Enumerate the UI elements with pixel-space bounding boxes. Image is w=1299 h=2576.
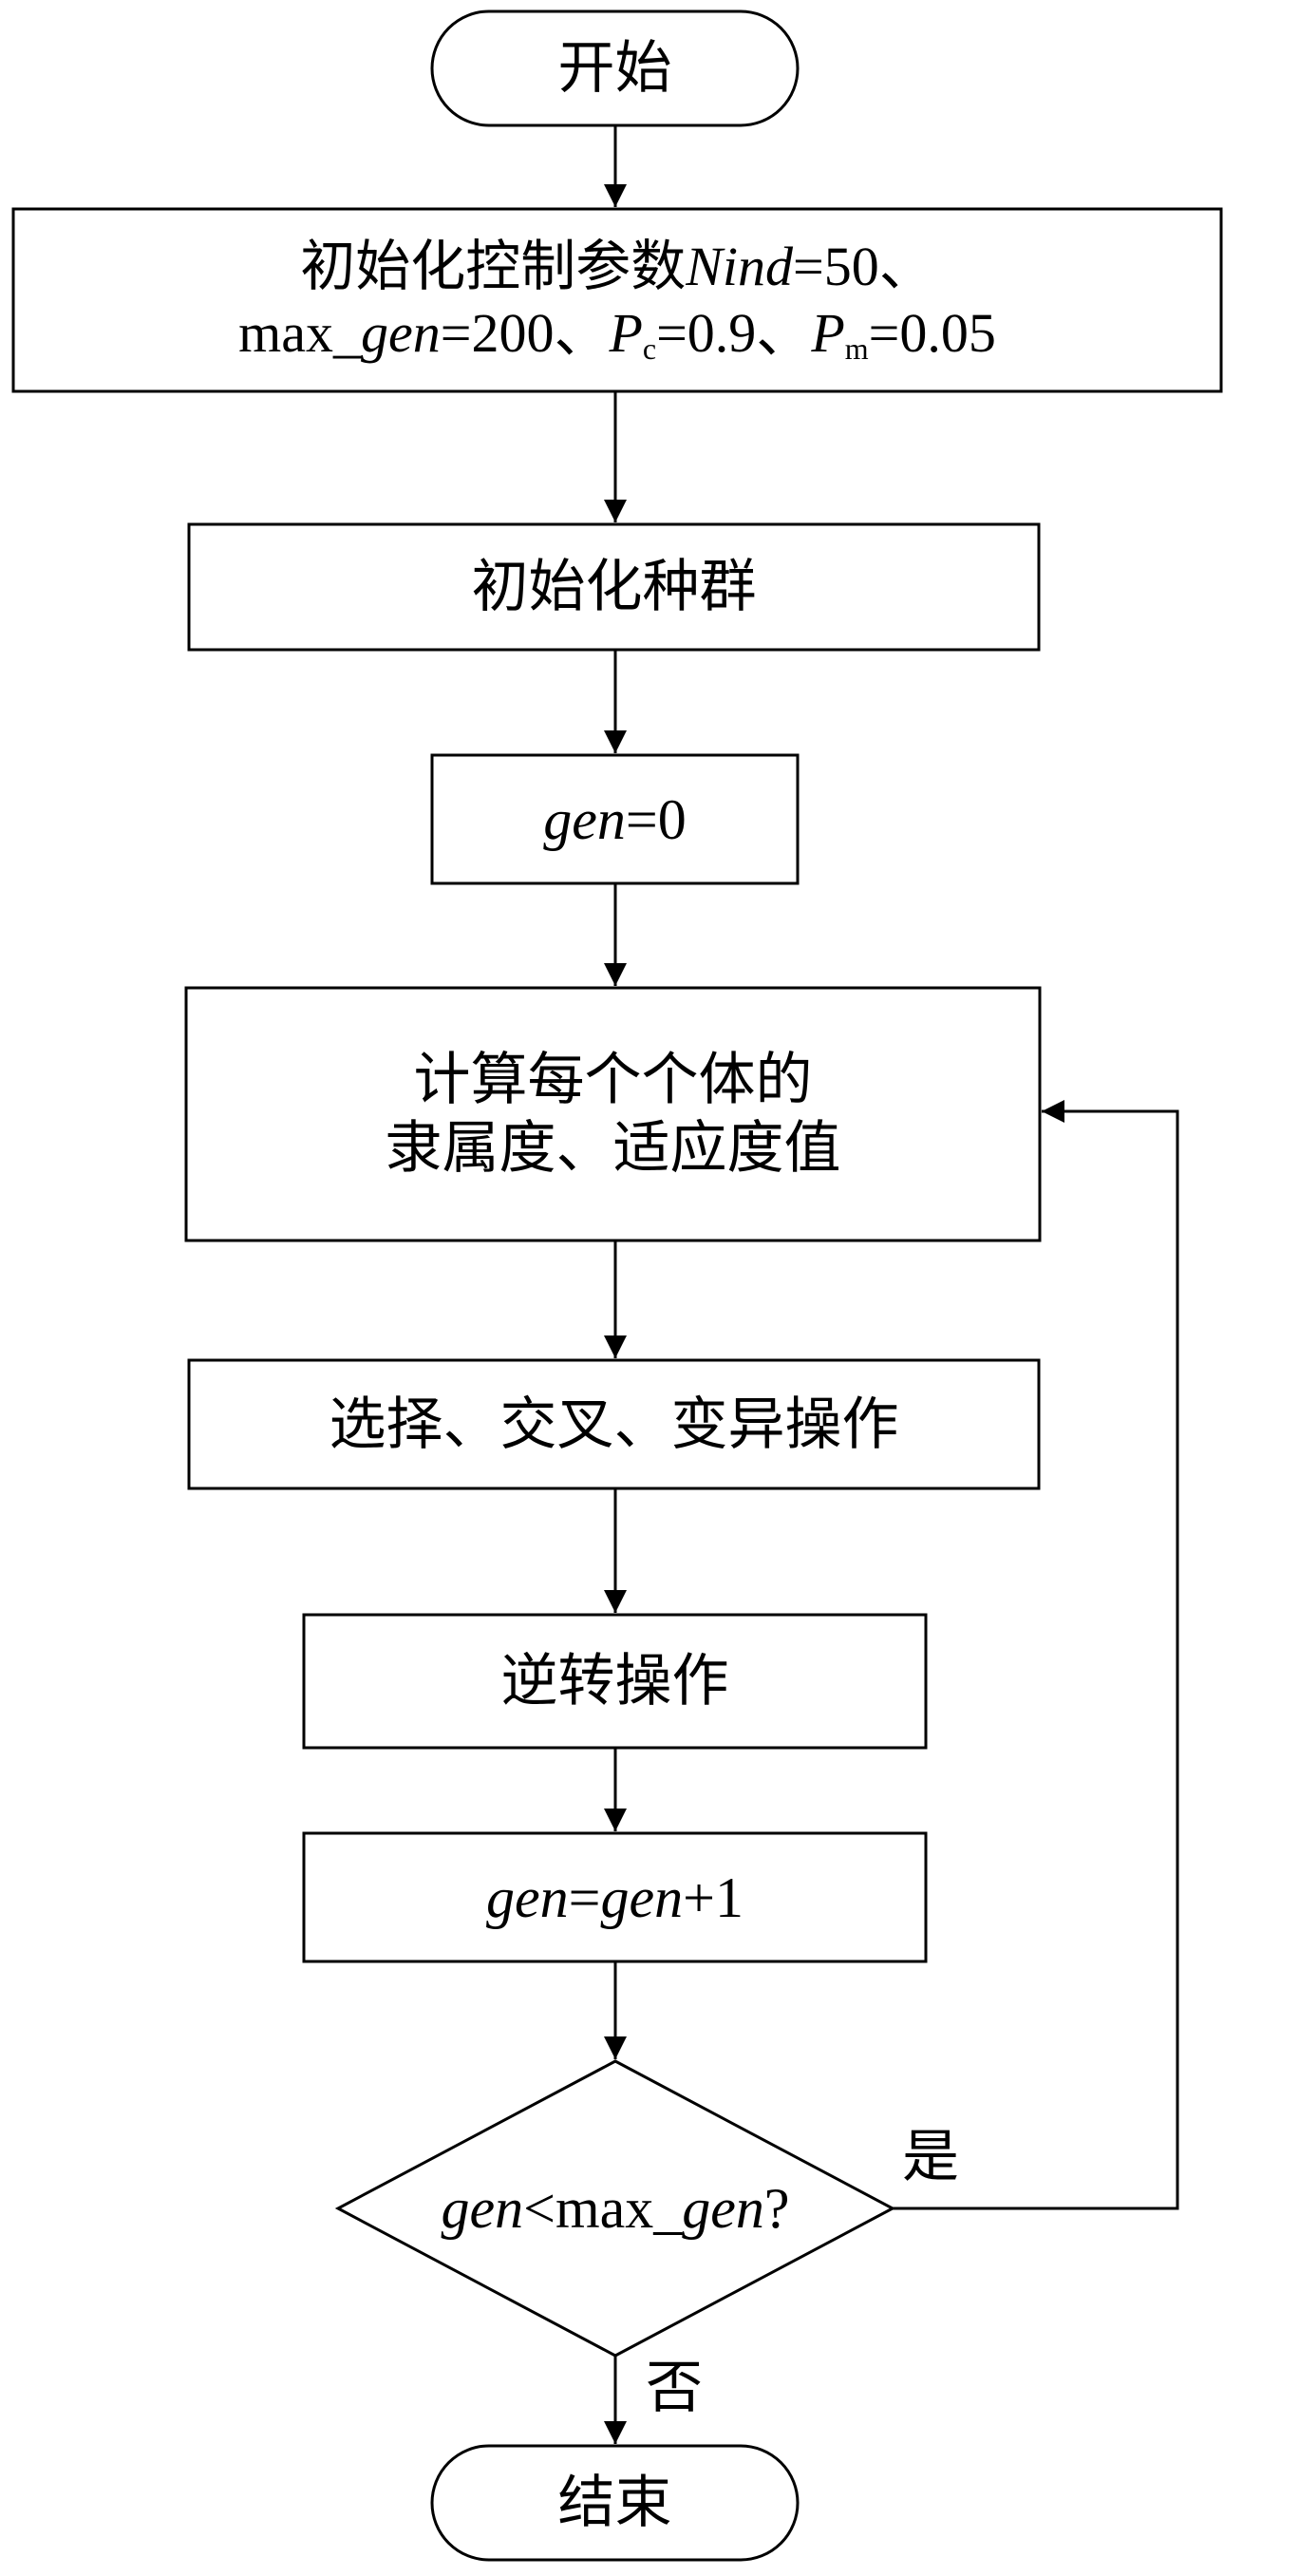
- init-params-line2: max_gen=200、Pc=0.9、Pm=0.05: [238, 300, 996, 367]
- init-params-line1: 初始化控制参数Nind=50、: [300, 234, 934, 300]
- reverse-op-text: 逆转操作: [304, 1615, 926, 1748]
- decision-label: gen<max_gen?: [441, 2174, 789, 2243]
- gen-zero-box: [430, 753, 800, 885]
- yes-label: 是: [902, 2124, 959, 2190]
- decision-var2: gen: [682, 2177, 764, 2240]
- maxgen-prefix: max: [238, 301, 333, 364]
- end-label-box: 结束: [432, 2446, 798, 2560]
- init-params-text: 初始化控制参数Nind=50、 max_gen=200、Pc=0.9、Pm=0.…: [13, 209, 1221, 391]
- maxgen-value: =200、: [440, 301, 610, 364]
- gen-zero-variable: gen: [543, 787, 626, 851]
- init-population-text: 初始化种群: [189, 524, 1039, 650]
- nind-value: =50、: [793, 236, 934, 297]
- compute-line1: 计算每个个体的: [413, 1047, 813, 1113]
- maxgen-underscore: _: [332, 301, 361, 364]
- start-label-box: 开始: [432, 11, 798, 125]
- gen-zero-value: =0: [625, 787, 687, 851]
- genetic-ops-text: 选择、交叉、变异操作: [189, 1360, 1039, 1488]
- gen-zero-text: gen=0: [432, 755, 798, 883]
- gen-zero-label: gen=0: [543, 786, 686, 854]
- pm-subscript: m: [844, 331, 869, 366]
- decision-lt: <max: [523, 2177, 654, 2240]
- gen-increment-eq: =: [568, 1866, 601, 1929]
- arrow-yes-loop-back: [893, 1100, 1179, 2210]
- pm-value: =0.05: [868, 301, 996, 364]
- gen-increment-var2: gen: [600, 1866, 684, 1929]
- end-label: 结束: [557, 2470, 672, 2536]
- init-params-prefix: 初始化控制参数: [300, 234, 687, 298]
- compute-fitness-text: 计算每个个体的 隶属度、适应度值: [186, 988, 1040, 1241]
- gen-increment-text: gen=gen+1: [304, 1833, 926, 1961]
- gen-increment-label: gen=gen+1: [486, 1864, 744, 1932]
- init-population-label: 初始化种群: [471, 554, 757, 620]
- pm-variable: P: [811, 301, 845, 364]
- pc-variable: P: [609, 301, 643, 364]
- pc-value: =0.9、: [656, 301, 812, 364]
- maxgen-variable: gen: [360, 301, 441, 364]
- pc-subscript: c: [642, 331, 657, 366]
- decision-text: gen<max_gen?: [338, 2142, 893, 2275]
- init-population-box: [187, 522, 1041, 652]
- decision-underscore: _: [653, 2177, 683, 2240]
- compute-fitness-box: [184, 986, 1042, 1242]
- nind-variable: Nind: [686, 236, 794, 297]
- genetic-ops-label: 选择、交叉、变异操作: [329, 1391, 899, 1458]
- end-terminal: [430, 2444, 800, 2562]
- decision-question: ?: [763, 2177, 790, 2240]
- decision-var: gen: [441, 2177, 524, 2240]
- compute-line2: 隶属度、适应度值: [385, 1115, 841, 1182]
- gen-increment-plus: +1: [683, 1866, 744, 1929]
- start-label: 开始: [557, 35, 672, 102]
- gen-increment-box: [302, 1831, 928, 1963]
- init-params-box: [11, 207, 1223, 393]
- gen-increment-var1: gen: [486, 1866, 569, 1929]
- no-label: 否: [646, 2355, 703, 2421]
- reverse-op-label: 逆转操作: [500, 1648, 729, 1714]
